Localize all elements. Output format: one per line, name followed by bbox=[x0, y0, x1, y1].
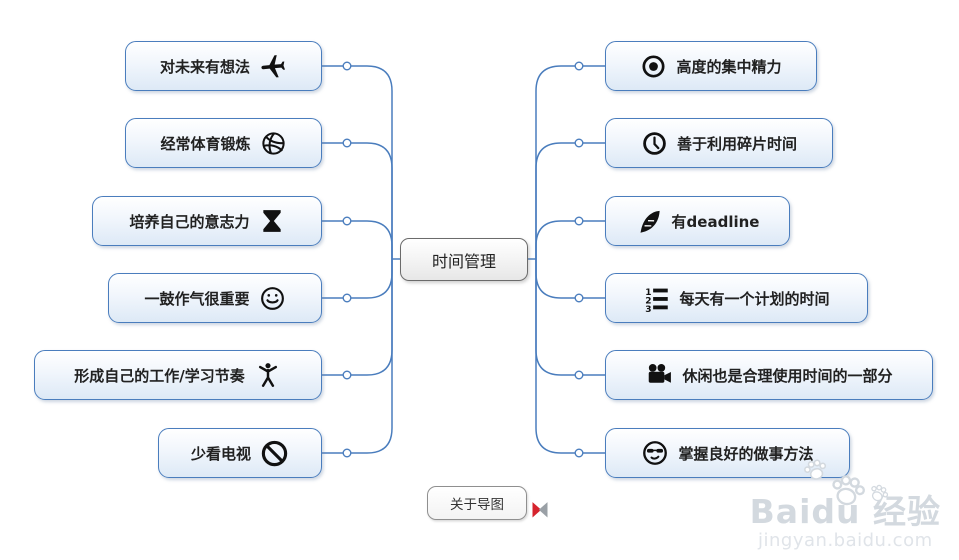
topic-left-1[interactable]: 对未来有想法 bbox=[125, 41, 322, 91]
svg-text:3: 3 bbox=[646, 305, 652, 312]
target-icon bbox=[640, 53, 667, 80]
topic-left-2[interactable]: 经常体育锻炼 bbox=[125, 118, 322, 168]
topic-left-3[interactable]: 培养自己的意志力 bbox=[92, 196, 322, 246]
smiley-icon bbox=[259, 285, 286, 312]
topic-right-1[interactable]: 高度的集中精力 bbox=[605, 41, 817, 91]
topic-label: 高度的集中精力 bbox=[676, 57, 782, 76]
topic-label: 形成自己的工作/学习节奏 bbox=[74, 366, 245, 385]
topic-right-2[interactable]: 善于利用碎片时间 bbox=[605, 118, 833, 168]
person-icon bbox=[254, 361, 282, 389]
topic-label: 掌握良好的做事方法 bbox=[678, 444, 814, 463]
topic-label: 经常体育锻炼 bbox=[160, 134, 251, 153]
root-topic-label: 时间管理 bbox=[431, 251, 496, 271]
branches bbox=[322, 65, 605, 454]
topic-left-6[interactable]: 少看电视 bbox=[158, 428, 322, 478]
topic-left-4[interactable]: 一鼓作气很重要 bbox=[108, 273, 322, 323]
feather-icon bbox=[636, 208, 663, 235]
topic-label: 善于利用碎片时间 bbox=[676, 134, 797, 153]
about-map-label: 关于导图 bbox=[450, 497, 504, 513]
cool-smiley-icon bbox=[641, 439, 669, 467]
topic-label: 每天有一个计划的时间 bbox=[679, 289, 830, 308]
about-map-topic[interactable]: 关于导图 bbox=[427, 486, 527, 520]
topic-right-3[interactable]: 有deadline bbox=[605, 196, 790, 246]
topic-label: 一鼓作气很重要 bbox=[144, 289, 250, 308]
svg-text:2: 2 bbox=[646, 296, 652, 306]
root-topic[interactable]: 时间管理 bbox=[400, 238, 528, 281]
hourglass-icon bbox=[259, 208, 285, 234]
topic-right-6[interactable]: 掌握良好的做事方法 bbox=[605, 428, 850, 478]
clock-icon bbox=[641, 130, 668, 157]
svg-text:1: 1 bbox=[646, 288, 652, 298]
movie-camera-icon bbox=[645, 361, 673, 389]
topic-label: 培养自己的意志力 bbox=[129, 212, 250, 231]
topic-label: 对未来有想法 bbox=[159, 57, 250, 76]
topic-left-5[interactable]: 形成自己的工作/学习节奏 bbox=[34, 350, 322, 400]
topic-label: 休闲也是合理使用时间的一部分 bbox=[682, 366, 893, 385]
no-entry-icon bbox=[260, 439, 289, 468]
topic-label: 少看电视 bbox=[190, 444, 251, 463]
plane-icon bbox=[259, 52, 287, 80]
brand-logo-icon bbox=[530, 500, 550, 520]
topic-right-5[interactable]: 休闲也是合理使用时间的一部分 bbox=[605, 350, 933, 400]
dribbble-ball-icon bbox=[260, 130, 287, 157]
branch-dots bbox=[342, 61, 584, 458]
topic-label: 有deadline bbox=[671, 212, 760, 231]
